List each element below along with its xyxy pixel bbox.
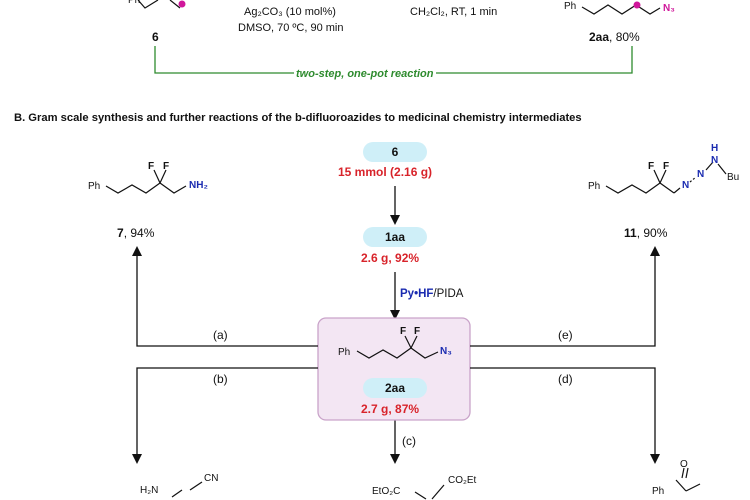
product-11-f1: F xyxy=(648,161,655,172)
compound-2aa-top: 2aa, 80% xyxy=(589,30,640,44)
route-b-line xyxy=(132,367,318,464)
product-11-f2: F xyxy=(663,161,670,172)
bottom-right-fragment xyxy=(675,467,701,492)
product-2aa-box xyxy=(317,317,471,421)
reagents-left-line2: DMSO, 70 ºC, 90 min xyxy=(238,22,344,34)
reagents-right: CH₂Cl₂, RT, 1 min xyxy=(410,6,498,18)
product-2aa-skeleton xyxy=(356,335,439,359)
product-11-n2: N xyxy=(697,169,705,180)
center-f1: F xyxy=(400,326,407,337)
top-ph-left: Ph xyxy=(128,0,141,6)
bottom-cn: CN xyxy=(204,473,219,484)
product-7-label: 7, 94% xyxy=(117,226,155,240)
product-11-bu: Bu xyxy=(727,172,740,183)
top-left-structure xyxy=(137,0,181,9)
bottom-center-fragment xyxy=(414,484,445,500)
bottom-ph: Ph xyxy=(652,486,665,497)
product-11-label: 11, 90% xyxy=(624,226,668,240)
product-7-f2: F xyxy=(163,161,170,172)
amount-1aa: 2.6 g, 92% xyxy=(361,251,420,265)
route-b-label: (b) xyxy=(213,372,228,386)
center-n3: N₃ xyxy=(440,346,452,357)
bottom-eto2c: EtO₂C xyxy=(372,486,401,497)
product-11-n3: N xyxy=(711,155,719,166)
section-b-title: B. Gram scale synthesis and further reac… xyxy=(14,112,582,124)
route-d-line xyxy=(470,367,660,464)
top-n3-right: N₃ xyxy=(663,3,675,14)
bottom-co2et: CO₂Et xyxy=(448,475,477,486)
bottom-o: O xyxy=(680,459,688,470)
center-ph: Ph xyxy=(338,347,351,358)
route-e-label: (e) xyxy=(558,328,573,342)
top-right-structure xyxy=(581,4,661,15)
top-ph-right: Ph xyxy=(564,1,577,12)
route-a-line xyxy=(132,246,318,347)
product-7-skeleton xyxy=(105,169,187,194)
one-pot-label: two-step, one-pot reaction xyxy=(294,67,436,81)
product-7-ph: Ph xyxy=(88,181,101,192)
product-11-h: H xyxy=(711,143,719,154)
bottom-left-fragment xyxy=(171,481,203,498)
pill-1aa: 1aa xyxy=(363,227,427,247)
route-a-label: (a) xyxy=(213,328,228,342)
compound-6-label: 6 xyxy=(152,30,159,44)
route-d-label: (d) xyxy=(558,372,573,386)
magenta-dot-right xyxy=(633,1,641,9)
center-f2: F xyxy=(414,326,421,337)
amount-6: 15 mmol (2.16 g) xyxy=(338,165,433,179)
pill-2aa: 2aa xyxy=(363,378,427,398)
route-c-label: (c) xyxy=(402,434,416,448)
pill-6: 6 xyxy=(363,142,427,162)
product-11-ph: Ph xyxy=(588,181,601,192)
product-7-f1: F xyxy=(148,161,155,172)
product-11-skeleton xyxy=(605,161,727,194)
bottom-h2n: H₂N xyxy=(140,485,159,496)
route-e-line xyxy=(470,246,660,347)
magenta-dot-left xyxy=(178,0,186,8)
product-7-nh2: NH₂ xyxy=(189,180,208,191)
amount-2aa: 2.7 g, 87% xyxy=(361,402,420,416)
product-11-n1: N xyxy=(682,180,690,191)
reagents-left-line1: Ag₂CO₃ (10 mol%) xyxy=(244,6,336,18)
reagent-py-hf-pida: Py•HF/PIDA xyxy=(400,288,464,300)
